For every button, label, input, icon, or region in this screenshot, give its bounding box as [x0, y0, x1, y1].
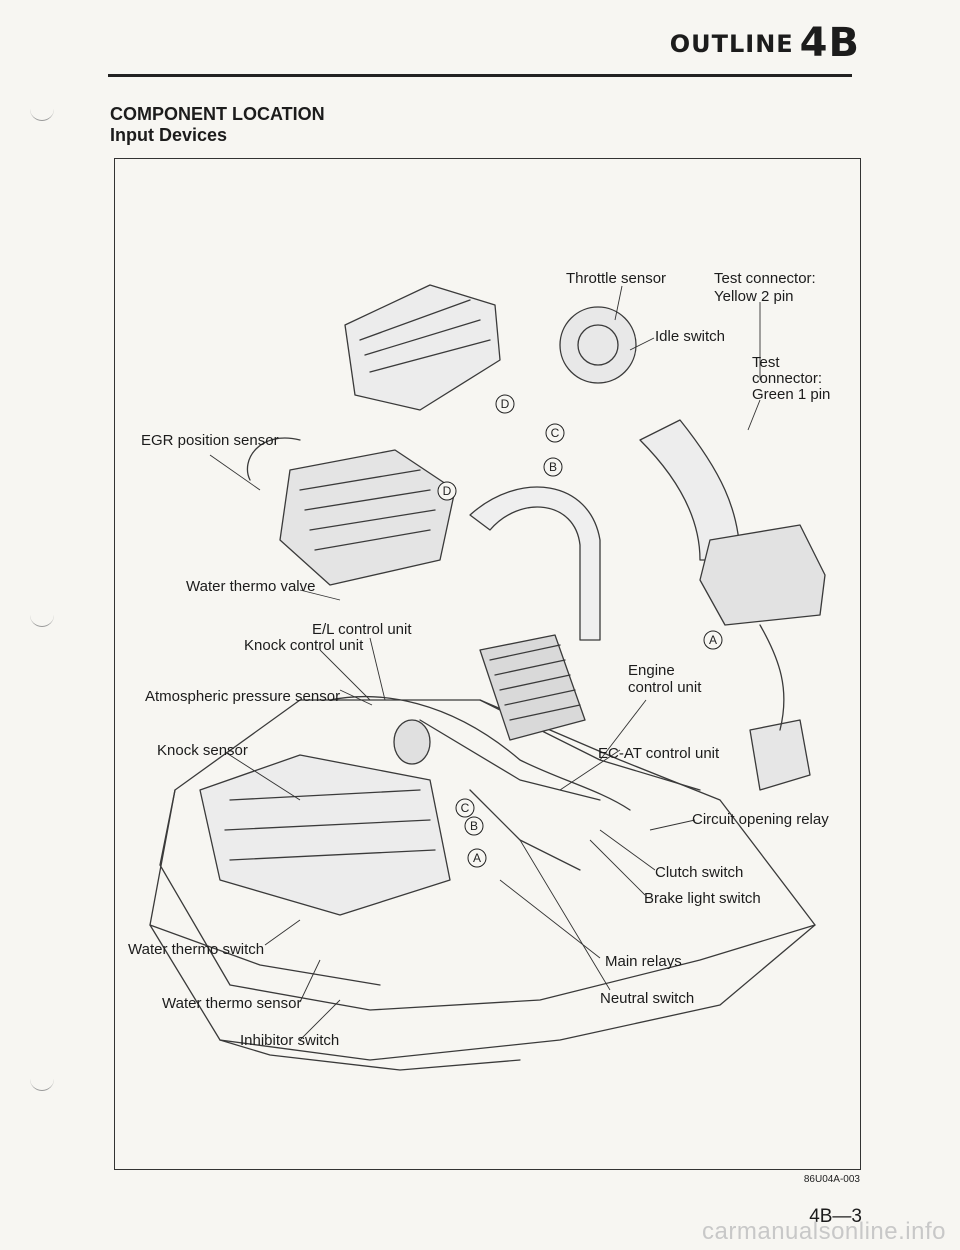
leader-line — [319, 649, 371, 701]
callout-clutch-switch: Clutch switch — [655, 864, 744, 881]
callout-atmospheric-pressure-sensor: Atmospheric pressure sensor — [145, 688, 341, 705]
leader-line — [299, 999, 341, 1041]
hose — [246, 437, 301, 481]
intake-manifold — [279, 449, 456, 586]
leader-line — [519, 839, 611, 991]
callout-neutral-switch: Neutral switch — [600, 990, 695, 1007]
leader-line — [629, 337, 655, 351]
connector-marker-d: D — [443, 484, 452, 498]
leader-line — [599, 829, 656, 871]
leader-line — [299, 959, 321, 1003]
figure-code: 86U04A-003 — [803, 1174, 860, 1185]
radiator — [149, 924, 381, 986]
leader-line — [599, 699, 647, 761]
callout-engine-control-unit-2: control unit — [628, 679, 702, 696]
manifold-runners — [299, 469, 436, 551]
connector-marker-a: A — [709, 633, 717, 647]
heading-component-location: COMPONENT LOCATION — [110, 104, 325, 124]
callout-main-relays: Main relays — [605, 953, 682, 970]
connector-marker-b: B — [470, 819, 478, 833]
leader-line — [264, 919, 301, 946]
leader-line — [614, 285, 623, 321]
callout-throttle-sensor: Throttle sensor — [566, 270, 667, 287]
cylinder-head — [344, 284, 501, 411]
callout-idle-switch: Idle switch — [655, 328, 726, 345]
leader-line — [224, 751, 301, 801]
callout-knock-control-unit: Knock control unit — [244, 637, 364, 654]
wiring-harness — [419, 719, 601, 801]
callout-test-connector-yellow: Test connector: — [714, 270, 816, 287]
callout-egr-position-sensor: EGR position sensor — [141, 432, 279, 449]
callout-el-control-unit: E/L control unit — [312, 621, 412, 638]
connector-marker-c: C — [461, 801, 470, 815]
callout-knock-sensor: Knock sensor — [157, 742, 248, 759]
heading-input-devices: Input Devices — [110, 125, 228, 145]
callout-engine-control-unit: Engine — [628, 662, 675, 679]
front-bumper-line — [219, 1039, 521, 1071]
air-cleaner — [699, 524, 826, 626]
battery — [749, 719, 811, 791]
leader-line — [209, 454, 261, 491]
callout-circuit-opening-relay: Circuit opening relay — [692, 811, 829, 828]
leader-line — [649, 819, 696, 831]
intake-pipe — [469, 486, 601, 641]
callout-water-thermo-switch: Water thermo switch — [128, 941, 265, 958]
watermark: carmanualsonline.info — [702, 1218, 946, 1245]
callout-test-connector-green-label: connector: — [752, 370, 823, 387]
leader-line — [299, 589, 341, 601]
wiring-harness — [329, 695, 631, 811]
callout-inhibitor-switch: Inhibitor switch — [240, 1032, 340, 1049]
connector-marker-d: D — [501, 397, 510, 411]
connector-marker-a: A — [473, 851, 481, 865]
leader-line — [499, 879, 601, 959]
callout-test-connector-yellow-pin: Yellow 2 pin — [714, 288, 794, 305]
figure-frame — [114, 158, 861, 1170]
callout-brake-light-switch: Brake light switch — [644, 890, 761, 907]
margin-mark — [30, 108, 54, 121]
hood-line — [159, 789, 816, 1011]
callout-test-connector-green-pin: Green 1 pin — [752, 386, 831, 403]
engine-block — [199, 754, 451, 916]
leader-line — [369, 637, 386, 701]
leader-line — [559, 749, 621, 791]
hose — [759, 624, 785, 731]
connector-marker-b: B — [549, 460, 557, 474]
leader-line — [747, 399, 761, 431]
head-detail — [359, 299, 491, 373]
callout-water-thermo-valve: Water thermo valve — [186, 578, 316, 595]
header-outline-text: OUTLINE — [669, 30, 794, 58]
callout-water-thermo-sensor: Water thermo sensor — [162, 995, 302, 1012]
charcoal-canister — [393, 719, 431, 765]
page-number: 4B—3 — [809, 1206, 862, 1227]
vehicle-body-outline — [149, 699, 816, 1061]
margin-mark — [30, 1078, 54, 1091]
throttle-body — [559, 306, 637, 384]
header-section-number: 4B — [799, 20, 860, 66]
leader-line — [589, 839, 646, 896]
section-heading: COMPONENT LOCATION Input Devices — [110, 104, 325, 146]
callout-ec-at-control-unit: EC-AT control unit — [598, 745, 720, 762]
callout-test-connector-green: Test — [752, 354, 780, 371]
margin-mark — [30, 614, 54, 627]
connector-marker-c: C — [551, 426, 560, 440]
leader-line — [339, 689, 373, 706]
header-rule — [108, 74, 852, 77]
